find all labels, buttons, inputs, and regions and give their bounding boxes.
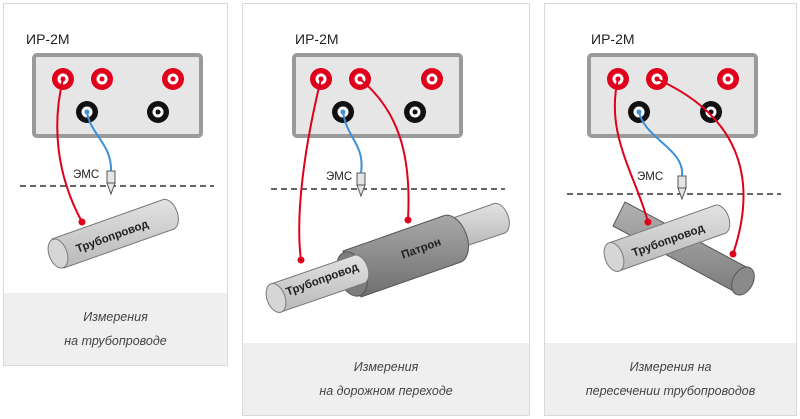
blue-wire: [86, 111, 113, 172]
probe-label: ЭМС: [326, 171, 352, 183]
intersection-diagram: ИР-2М Трубопровод ЭМС: [567, 31, 781, 296]
black-terminal-2: [404, 101, 426, 123]
caption-line-2: пересечении трубопроводов: [585, 384, 756, 398]
red-wire-to-crossing-pipe: [656, 78, 745, 255]
caption-line-2: на трубопроводе: [64, 334, 167, 348]
pipe-contact-point: [644, 218, 652, 226]
blue-wire: [342, 111, 363, 174]
red-wire: [56, 78, 83, 223]
pipe: [47, 198, 179, 269]
red-wire-to-pipe: [298, 78, 322, 261]
crossing-pipe-contact-point: [729, 250, 737, 258]
red-wire-to-pipe: [613, 78, 649, 223]
pipe-contact-point: [78, 218, 86, 226]
red-wire-to-casing: [359, 78, 410, 221]
panel-pipeline-measurement: ИР-2М Трубопровод ЭМС: [3, 3, 228, 366]
pipe-contact-point: [297, 256, 305, 264]
black-terminal-2: [700, 101, 722, 123]
caption: Измерения на трубопроводе: [4, 293, 227, 365]
probe-label: ЭМС: [637, 171, 663, 183]
caption-line-1: Измерения: [83, 310, 148, 324]
red-terminal-2: [91, 68, 113, 90]
caption: Измерения на дорожном переходе: [243, 343, 529, 415]
pipe: [603, 204, 731, 272]
road-crossing-diagram: ИР-2М Патрон Труб: [265, 31, 510, 313]
electrode-probe: [106, 170, 116, 196]
electrode-probe: [356, 172, 366, 198]
caption: Измерения на пересечении трубопроводов: [545, 343, 796, 415]
caption-line-1: Измерения на: [629, 360, 712, 374]
pipeline-diagram: ИР-2М Трубопровод ЭМС: [20, 31, 214, 269]
probe-label: ЭМС: [73, 169, 99, 181]
casing-contact-point: [404, 216, 412, 224]
panel-pipeline-intersection-measurement: ИР-2М Трубопровод ЭМС: [544, 3, 797, 416]
red-terminal-3: [162, 68, 184, 90]
panel-road-crossing-measurement: ИР-2М Патрон Труб: [242, 3, 530, 416]
device-label: ИР-2М: [26, 31, 70, 47]
caption-line-2: на дорожном переходе: [319, 384, 453, 398]
device-label: ИР-2М: [295, 31, 339, 47]
measuring-device: [587, 53, 758, 138]
electrode-probe: [677, 175, 687, 201]
black-terminal-2: [147, 101, 169, 123]
pipe: [265, 254, 370, 313]
blue-wire: [638, 111, 684, 177]
device-label: ИР-2М: [591, 31, 635, 47]
red-terminal-3: [717, 68, 739, 90]
caption-line-1: Измерения: [353, 360, 419, 374]
red-terminal-3: [421, 68, 443, 90]
